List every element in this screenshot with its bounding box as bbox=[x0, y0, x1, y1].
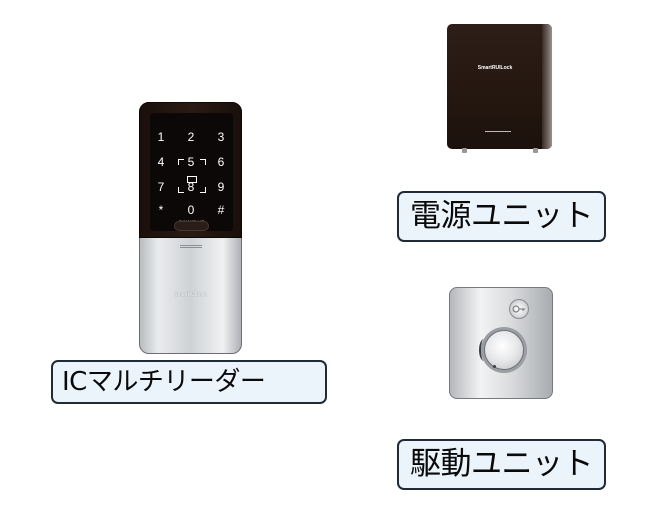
ic-multi-reader-image: 1 2 3 4 5 6 7 8 9 * 0 # ▼WAKE UP SmartRU… bbox=[139, 102, 242, 354]
power-unit-line bbox=[485, 131, 511, 132]
key-9: 9 bbox=[217, 180, 225, 194]
key-3: 3 bbox=[217, 130, 225, 144]
power-unit-body bbox=[447, 24, 552, 149]
bracket-icon bbox=[178, 187, 184, 193]
bracket-icon bbox=[200, 159, 206, 165]
key-7: 7 bbox=[157, 180, 165, 194]
power-unit-side bbox=[542, 24, 552, 149]
key-8: 8 bbox=[187, 180, 195, 194]
key-hash: # bbox=[217, 203, 225, 217]
power-unit-foot bbox=[462, 148, 467, 153]
reader-slot bbox=[180, 245, 202, 248]
thumb-turn-knob bbox=[484, 330, 524, 370]
key-0: 0 bbox=[187, 203, 195, 217]
ic-multi-reader-label: ICマルチリーダー bbox=[51, 360, 327, 404]
card-reader-icon bbox=[187, 176, 197, 183]
knob-arc bbox=[479, 339, 489, 361]
power-unit-image: SmartRUILock bbox=[447, 24, 552, 153]
power-unit-label: 電源ユニット bbox=[397, 191, 606, 242]
key-4: 4 bbox=[157, 155, 165, 169]
key-star: * bbox=[158, 203, 164, 217]
key-2: 2 bbox=[187, 130, 195, 144]
drive-unit-image bbox=[449, 287, 553, 399]
key-6: 6 bbox=[217, 155, 225, 169]
bracket-icon bbox=[200, 187, 206, 193]
reader-keypad-panel: 1 2 3 4 5 6 7 8 9 * 0 # ▼WAKE UP bbox=[139, 102, 242, 238]
reader-touchscreen: 1 2 3 4 5 6 7 8 9 * 0 # ▼WAKE UP bbox=[150, 113, 233, 231]
key-icon bbox=[509, 299, 529, 319]
wake-up-button bbox=[174, 221, 209, 231]
power-unit-logo: SmartRUILock bbox=[477, 65, 513, 71]
power-unit-foot bbox=[533, 148, 538, 153]
knob-dot bbox=[493, 365, 496, 368]
key-1: 1 bbox=[157, 130, 165, 144]
drive-unit-label: 駆動ユニット bbox=[397, 439, 606, 490]
bracket-icon bbox=[178, 159, 184, 165]
reader-logo: SmartRUILock bbox=[174, 292, 207, 298]
key-5: 5 bbox=[187, 155, 195, 169]
